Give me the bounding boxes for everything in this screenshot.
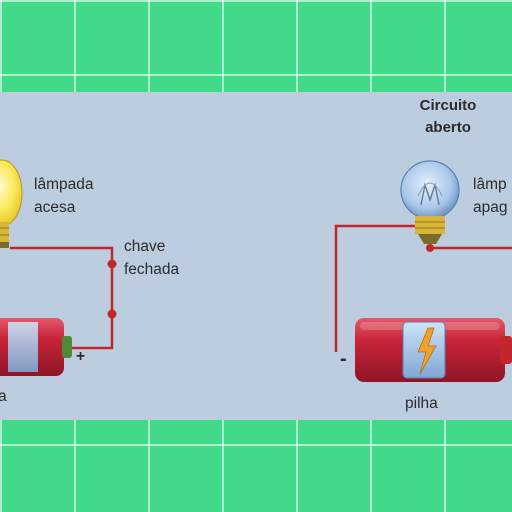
battery-label-left: a	[0, 388, 7, 405]
battery-label-right: pilha	[405, 395, 438, 412]
unlit-lamp	[400, 160, 460, 244]
lit-lamp	[0, 159, 23, 248]
open-circuit-title-line2: aberto	[425, 119, 471, 136]
negative-terminal-sign: -	[340, 348, 347, 370]
right-wires	[334, 224, 512, 352]
positive-terminal-sign: +	[76, 348, 86, 365]
lamp-lit-label-line2: acesa	[34, 199, 76, 216]
open-circuit-title-line1: Circuito	[419, 97, 477, 114]
lamp-off-label-line2: apag	[473, 199, 508, 216]
switch-label-line2: fechada	[124, 261, 180, 278]
left-battery	[0, 318, 72, 376]
left-wires	[10, 246, 114, 350]
lamp-off-label-line1: lâmp	[473, 176, 507, 193]
switch-label-line1: chave	[124, 238, 166, 255]
closed-switch	[107, 259, 117, 319]
right-battery	[355, 318, 512, 382]
lamp-lit-label-line1: lâmpada	[34, 176, 94, 193]
